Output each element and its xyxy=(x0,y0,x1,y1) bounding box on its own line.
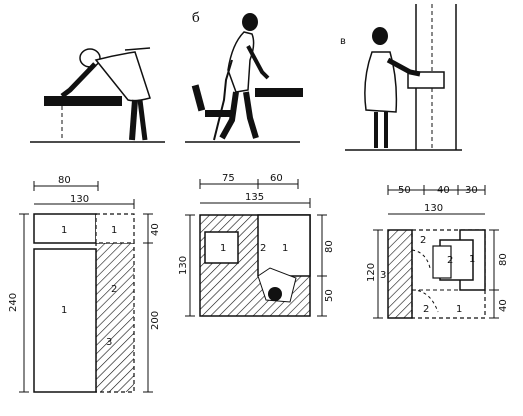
plan-b-zone-1-left: 1 xyxy=(220,243,226,254)
plan-c-dim-80: 80 xyxy=(498,253,509,266)
figure-letter-c: в xyxy=(340,36,346,47)
plan-c-zone-1-right: 1 xyxy=(469,254,475,265)
illustration-person-walking-with-cane xyxy=(185,13,303,143)
plan-b-zone-1-right: 1 xyxy=(282,243,288,254)
plan-a-dim-80: 80 xyxy=(58,175,71,186)
figure-letter-b: б xyxy=(192,11,200,26)
plan-a-dim-40: 40 xyxy=(150,223,161,236)
plan-a-dim-240: 240 xyxy=(8,293,19,312)
plan-c-zone-3: 3 xyxy=(380,270,386,281)
plan-b-dim-50: 50 xyxy=(324,289,335,302)
plan-a: 80 130 240 40 200 1 1 1 2 3 xyxy=(8,175,161,393)
plan-c-zone-2-bottom: 2 xyxy=(423,304,429,315)
plan-a-zone-1-bed: 1 xyxy=(61,305,67,316)
plan-b-dim-135: 135 xyxy=(245,192,264,203)
plan-b-zone-2: 2 xyxy=(260,243,266,254)
illustration-person-bending-over-bed xyxy=(30,47,165,143)
plan-c-dim-40: 40 xyxy=(498,299,509,312)
plan-c: 50 40 30 130 120 80 40 3 2 2 1 2 1 xyxy=(366,185,509,319)
plan-c-zone-2-mid: 2 xyxy=(447,255,453,266)
plan-c-dim-40: 40 xyxy=(437,185,450,196)
illustration-person-at-wall-counter xyxy=(345,4,462,151)
plan-a-zone-2: 2 xyxy=(111,284,117,295)
plan-a-zone-1-top: 1 xyxy=(61,225,67,236)
plan-c-dim-50: 50 xyxy=(398,185,411,196)
plan-b-dim-60: 60 xyxy=(270,173,283,184)
plan-a-zone-1-corner: 1 xyxy=(111,225,117,236)
plan-a-dim-200: 200 xyxy=(150,311,161,330)
plan-b-dim-130: 130 xyxy=(178,256,189,275)
plan-c-zone-2-top: 2 xyxy=(420,235,426,246)
plan-c-dim-30: 30 xyxy=(465,185,478,196)
plan-b-dim-75: 75 xyxy=(222,173,235,184)
plan-a-dim-130: 130 xyxy=(70,194,89,205)
plan-a-zone-3: 3 xyxy=(106,337,112,348)
plan-c-dim-130: 130 xyxy=(424,203,443,214)
plan-b-dim-80: 80 xyxy=(324,240,335,253)
plan-c-dim-120: 120 xyxy=(366,263,377,282)
plan-b: 75 60 135 130 80 50 1 2 1 xyxy=(178,173,335,317)
plan-c-zone-1-bottom: 1 xyxy=(456,304,462,315)
